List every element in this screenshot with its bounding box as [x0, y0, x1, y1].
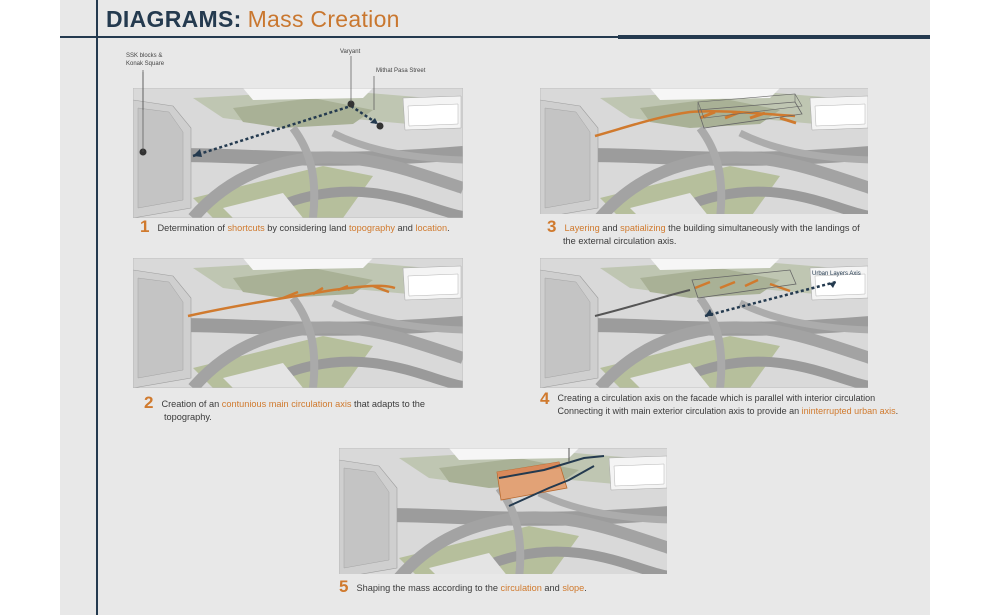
- caption-text: that adapts to the: [351, 399, 426, 409]
- caption-highlight: location: [415, 223, 448, 233]
- caption-highlight: spatializing: [620, 223, 666, 233]
- caption-text: by considering land: [264, 223, 349, 233]
- diagram-5-scene: [339, 448, 667, 574]
- caption-text: .: [447, 223, 450, 233]
- caption-highlight: ininterrupted urban axis: [801, 405, 896, 416]
- caption-text: and: [599, 223, 621, 233]
- facade-axis: [498, 455, 605, 479]
- caption-highlight: contunious main circulation axis: [221, 399, 352, 409]
- caption-4: 4 Creating a circulation axis on the fac…: [540, 389, 930, 417]
- shortcut-arrow-1: [192, 104, 352, 158]
- arrowhead-icon: [705, 309, 713, 316]
- caption-text: Creation of an: [161, 399, 222, 409]
- mithat-marker: [376, 122, 384, 130]
- caption-text: topography.: [164, 412, 212, 422]
- diagram-1-scene: [133, 88, 463, 218]
- diagram-3-scene: [540, 88, 868, 214]
- callout-ssk: SSK blocks & Konak Square: [126, 52, 164, 68]
- caption-highlight: topography: [349, 223, 395, 233]
- callout-urban-layers: Urban Layers Axis: [812, 271, 861, 277]
- caption-text: Shaping the mass according to the: [356, 583, 501, 593]
- caption-5: 5 Shaping the mass according to the circu…: [339, 577, 639, 596]
- caption-number: 3: [547, 217, 557, 236]
- arrowhead-icon: [829, 282, 836, 288]
- caption-text: Creating a circulation axis on the facad…: [557, 393, 876, 403]
- diagram-2-scene: [133, 258, 463, 388]
- arrowhead-icon: [370, 118, 378, 124]
- caption-text: and: [394, 223, 416, 233]
- caption-2: 2 Creation of an contunious main circulat…: [144, 393, 444, 424]
- caption-text: Connecting it with main exterior circula…: [557, 405, 802, 416]
- caption-highlight: shortcuts: [227, 223, 265, 233]
- caption-number: 1: [140, 217, 150, 236]
- caption-text: the building simultaneously with the lan…: [665, 223, 860, 233]
- page-title: DIAGRAMS:Mass Creation: [106, 6, 400, 33]
- building-box: [691, 269, 797, 299]
- callout-varyant: Varyant: [340, 49, 361, 55]
- header-rule: [60, 36, 930, 38]
- caption-highlight: slope: [562, 583, 585, 593]
- callout-ssk-line1: SSK blocks &: [126, 53, 163, 59]
- ssk-leader-line: [142, 70, 144, 152]
- arrowhead-icon: [193, 149, 202, 157]
- title-subtitle: Mass Creation: [247, 6, 400, 32]
- building-box: [697, 101, 803, 129]
- caption-text: the external circulation axis.: [563, 236, 677, 246]
- caption-text: .: [895, 405, 899, 416]
- vertical-rule: [96, 0, 98, 615]
- diagram-4-scene: [540, 258, 868, 388]
- caption-3: 3 Layering and spatializing the building …: [547, 217, 867, 248]
- caption-number: 2: [144, 393, 154, 412]
- callout-mithat: Mithat Pasa Street: [376, 68, 426, 74]
- caption-text: Determination of: [157, 223, 228, 233]
- title-main: DIAGRAMS:: [106, 6, 242, 32]
- caption-highlight: circulation: [500, 583, 542, 593]
- caption-highlight: Layering: [564, 223, 600, 233]
- caption-1: 1 Determination of shortcuts by consideri…: [140, 217, 450, 236]
- callout-ssk-line2: Konak Square: [126, 61, 165, 67]
- urban-layers-axis: [704, 280, 837, 318]
- caption-text: .: [584, 583, 587, 593]
- caption-text: and: [541, 583, 563, 593]
- header-rule-accent: [618, 35, 930, 39]
- caption-number: 5: [339, 577, 349, 596]
- varyant-marker: [347, 100, 355, 108]
- circulation-axis: [594, 109, 796, 138]
- caption-number: 4: [540, 389, 550, 408]
